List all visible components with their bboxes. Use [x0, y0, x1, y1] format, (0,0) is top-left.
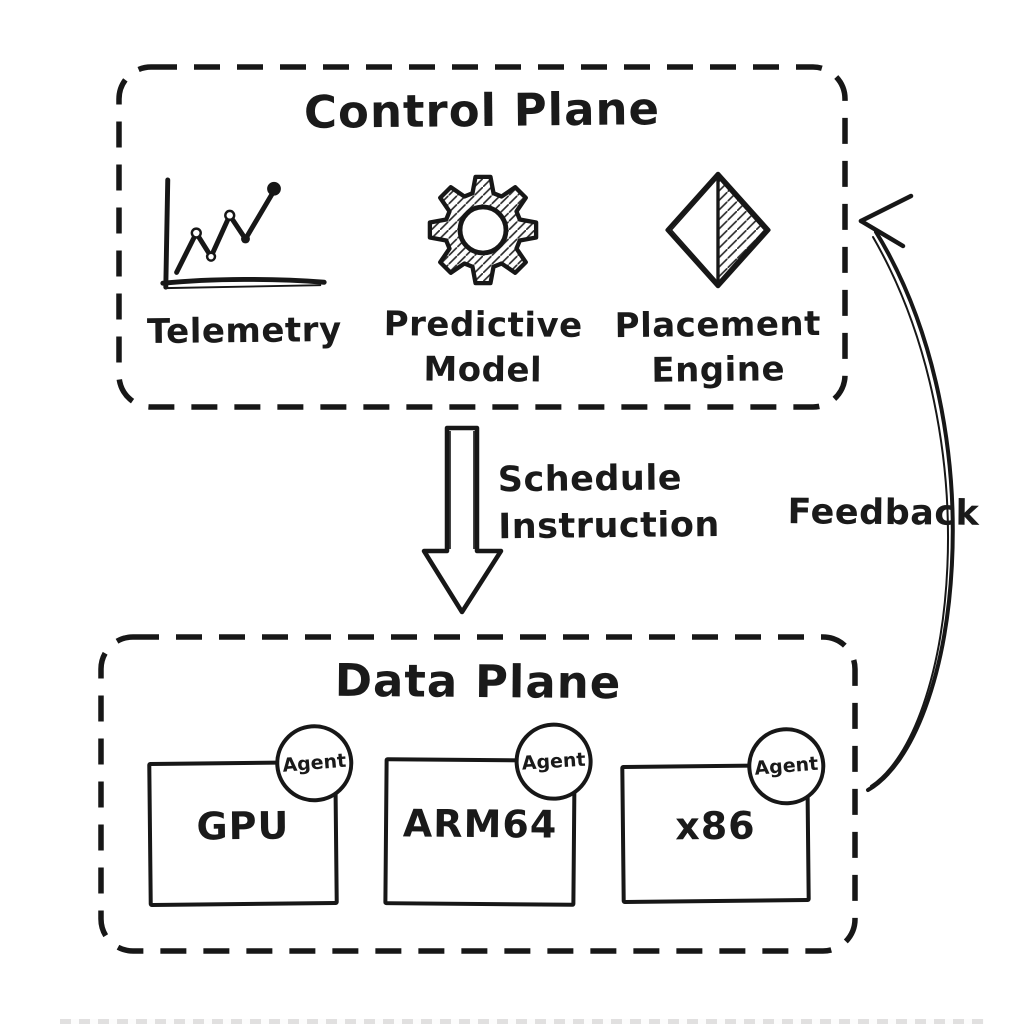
predictive-model-label: Predictive Model: [383, 304, 583, 391]
gear-icon: [416, 162, 550, 297]
control-plane-title: Control Plane: [303, 82, 661, 139]
placement-engine-label: Placement Engine: [614, 303, 822, 391]
telemetry-label: Telemetry: [146, 309, 342, 353]
diamond-icon: [659, 162, 777, 297]
feedback-label: Feedback: [787, 492, 980, 534]
node-x86: x86 Agent: [620, 724, 829, 904]
control-plane-item-predictive-model: Predictive Model: [370, 162, 596, 393]
feedback-curved-arrow: [858, 193, 955, 792]
node-arm64-label: ARM64: [402, 801, 558, 847]
node-gpu: GPU Agent: [147, 721, 357, 907]
data-plane-title: Data Plane: [334, 653, 622, 710]
telemetry-chart-icon: [153, 168, 335, 303]
schedule-instruction-label: Schedule Instruction: [497, 458, 721, 548]
data-plane-border: [98, 634, 858, 954]
schedule-arrow-down: [421, 425, 504, 615]
control-plane-item-telemetry: Telemetry: [133, 168, 355, 354]
node-gpu-label: GPU: [196, 803, 290, 848]
node-arm64: ARM64 Agent: [383, 720, 595, 907]
node-x86-label: x86: [674, 803, 756, 848]
control-plane-item-placement-engine: Placement Engine: [607, 162, 829, 393]
bottom-cropped-text-artifact: [60, 1019, 984, 1024]
